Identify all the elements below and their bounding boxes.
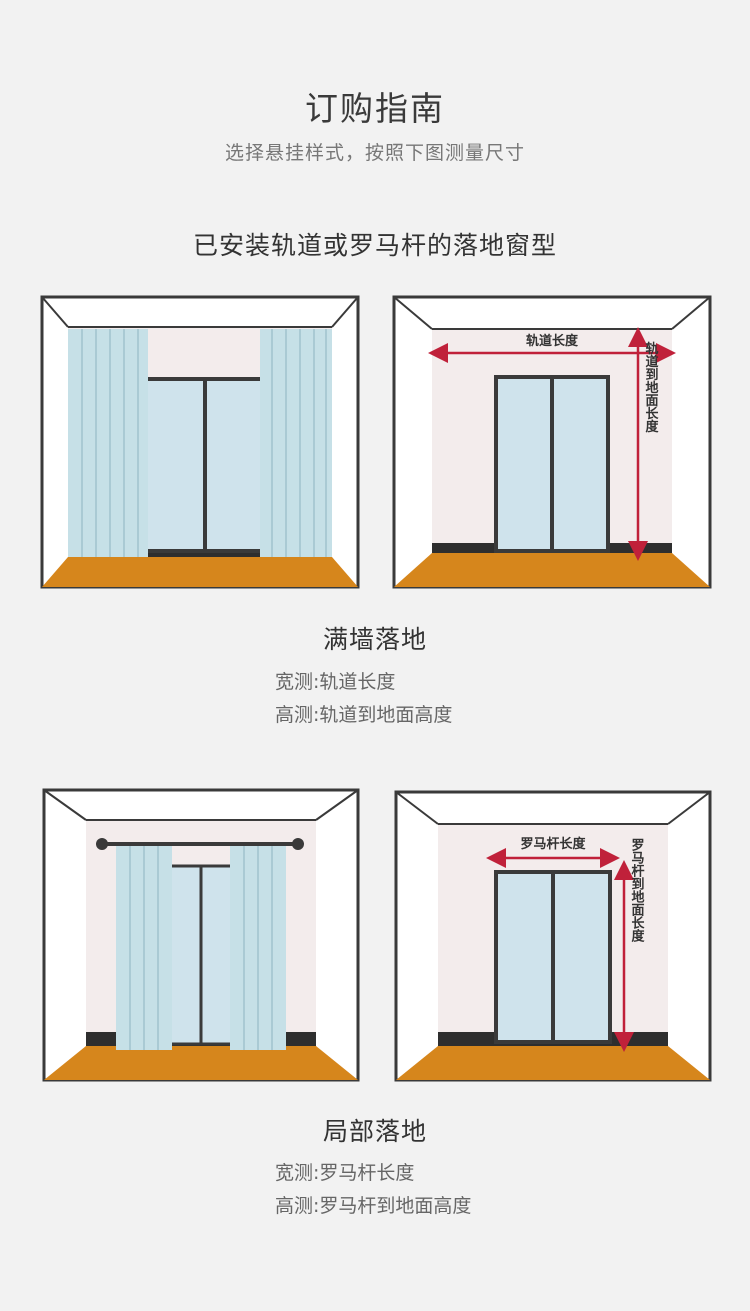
full-wall-width-line: 宽测:轨道长度 <box>275 671 396 693</box>
track-measurement-illustration: 轨道长度 轨道到地面长度 <box>392 295 712 589</box>
page-subtitle: 选择悬挂样式，按照下图测量尺寸 <box>224 142 525 164</box>
rod-to-floor-label: 罗马杆到地面长度 <box>629 838 645 943</box>
track-to-floor-label: 轨道到地面长度 <box>643 341 659 434</box>
rod-length-label: 罗马杆长度 <box>520 836 586 852</box>
track-length-label: 轨道长度 <box>526 333 579 349</box>
left-curtain <box>68 329 148 557</box>
right-curtain <box>260 329 332 557</box>
left-curtain <box>116 846 172 1050</box>
full-wall-curtain-illustration <box>40 295 360 589</box>
full-wall-height-line: 高测:轨道到地面高度 <box>275 704 453 726</box>
partial-title: 局部落地 <box>322 1117 427 1146</box>
partial-height-line: 高测:罗马杆到地面高度 <box>275 1195 472 1217</box>
partial-curtain-illustration <box>42 788 360 1082</box>
partial-width-line: 宽测:罗马杆长度 <box>275 1162 415 1184</box>
curtain-rod <box>96 838 304 850</box>
full-wall-title: 满墙落地 <box>322 625 427 654</box>
section-heading: 已安装轨道或罗马杆的落地窗型 <box>192 231 557 260</box>
rod-measurement-illustration: 罗马杆长度 罗马杆到地面长度 <box>394 790 712 1082</box>
right-curtain <box>230 846 286 1050</box>
full-wall-measurements: 宽测:轨道长度 高测:轨道到地面高度 <box>275 666 452 732</box>
page-title: 订购指南 <box>305 89 445 128</box>
partial-measurements: 宽测:罗马杆长度 高测:罗马杆到地面高度 <box>275 1157 471 1223</box>
